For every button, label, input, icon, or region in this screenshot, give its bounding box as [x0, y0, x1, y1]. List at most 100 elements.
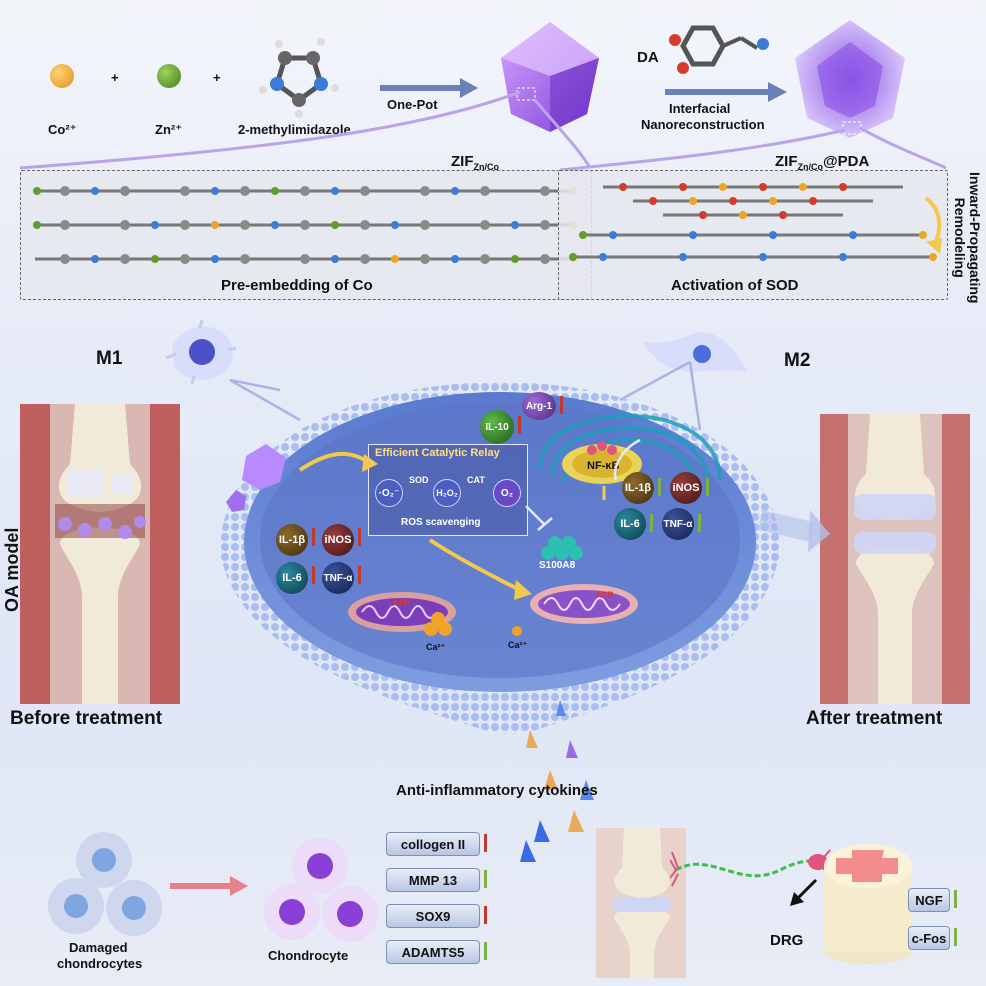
sod-lattice: [569, 183, 937, 261]
zif-pda-label-base: ZIF: [775, 153, 798, 170]
zif-crystal: [501, 22, 599, 132]
arrow-down-ngf: [954, 890, 957, 908]
chondrocyte-label: Chondrocyte: [268, 948, 349, 963]
plus-sign-2: +: [213, 70, 221, 85]
ros-scavenging-label: ROS scavenging: [401, 517, 481, 528]
cytokine-il6-right: IL-6: [614, 508, 646, 540]
zif-pda-label-sub: Zn/Co: [797, 162, 824, 172]
ca-right-label: Ca²⁺: [508, 640, 528, 650]
m1-macrophage: [165, 319, 237, 385]
arrow-down-mmp13: [484, 870, 487, 888]
knee-nerve: [596, 828, 686, 978]
zif-pda-label-suffix: @PDA: [823, 153, 870, 170]
marker-mmp13: MMP 13: [386, 868, 480, 892]
zn-ion-sphere: [157, 64, 181, 88]
s100a8-cluster: [548, 536, 562, 550]
anti-inflammatory-label: Anti-inflammatory cytokines: [396, 782, 598, 799]
methylimidazole-molecule: [259, 38, 339, 118]
damaged-label-2: chondrocytes: [57, 956, 143, 971]
interfacial-arrow: [665, 82, 787, 102]
marker-ngf: NGF: [908, 888, 950, 912]
o2-node: O₂: [493, 479, 521, 507]
arrow-down-cfos: [954, 928, 957, 946]
ca-left-label: Ca²⁺: [426, 642, 446, 652]
cytokine-tnfa-right: TNF-α: [662, 508, 694, 540]
nfkb-label: NF-κB: [587, 460, 620, 472]
marker-adamts5: ADAMTS5: [386, 940, 480, 964]
m2-macrophage: [642, 332, 748, 372]
dopamine-molecule: [669, 25, 769, 74]
cytokine-inos-left: iNOS: [322, 524, 354, 556]
cytokine-il1b-left: IL-1β: [276, 524, 308, 556]
zif-label-sub: Zn/Co: [473, 162, 500, 172]
zif-label: ZIFZn/Co: [451, 153, 499, 172]
co-ion-label: Co²⁺: [48, 122, 77, 137]
inward-curved-arrow: [924, 196, 942, 254]
pre-embedding-label: Pre-embedding of Co: [221, 277, 373, 294]
marker-cfos: c-Fos: [908, 926, 950, 950]
arrow-up-il6-left: [312, 566, 315, 584]
arrow-up-tnfa-left: [358, 566, 361, 584]
drg-label: DRG: [770, 932, 804, 949]
cytokine-tnfa-left: TNF-α: [322, 562, 354, 594]
ca-particle-right: [512, 626, 522, 636]
catalytic-relay-box: Efficient Catalytic Relay ·O₂⁻ SOD H₂O₂ …: [368, 444, 528, 536]
da-label: DA: [637, 49, 659, 66]
marker-collagen-ii: collogen II: [386, 832, 480, 856]
arrow-up-il10: [518, 416, 521, 434]
m2-label: M2: [784, 350, 811, 371]
arg1-node: Arg-1: [522, 392, 556, 420]
cat-label: CAT: [467, 475, 485, 485]
h2o2-node: H₂O₂: [433, 479, 461, 507]
knee-before: [20, 404, 180, 704]
co-ion-sphere: [50, 64, 74, 88]
drg-pointer-arrow: [790, 878, 818, 906]
repair-arrow: [170, 876, 248, 896]
marker-sox9: SOX9: [386, 904, 480, 928]
zif-pda-label: ZIFZn/Co@PDA: [775, 153, 869, 172]
activation-panel: Activation of SOD: [558, 170, 948, 300]
ca-particles-left: [424, 622, 438, 636]
zif-pda-crystal: [795, 20, 905, 138]
interfacial-label-2: Nanoreconstruction: [641, 117, 765, 132]
atp-left-label: ATP: [392, 598, 410, 608]
arrow-up-il1b-left: [312, 528, 315, 546]
arrow-down-il6-right: [650, 514, 653, 532]
cytokine-il6-left: IL-6: [276, 562, 308, 594]
one-pot-label: One-Pot: [387, 97, 438, 112]
arrow-down-inos-right: [706, 478, 709, 496]
atp-right-label: ATP: [596, 590, 614, 600]
plus-sign-1: +: [111, 70, 119, 85]
arrow-up-arg1: [560, 396, 563, 414]
zif-label-base: ZIF: [451, 153, 474, 170]
damaged-label-1: Damaged: [69, 940, 128, 955]
zoom-lines: [19, 90, 947, 172]
knee-after: [820, 414, 970, 704]
before-treatment-label: Before treatment: [10, 708, 163, 729]
catalytic-relay-title: Efficient Catalytic Relay: [375, 447, 500, 459]
one-pot-arrow: [380, 78, 478, 98]
arrow-down-adamts5: [484, 942, 487, 960]
superoxide-node: ·O₂⁻: [375, 479, 403, 507]
chondrocytes: [264, 838, 378, 942]
ligand-label: 2-methylimidazole: [238, 122, 351, 137]
damaged-chondrocytes: [48, 832, 162, 936]
spinal-cord: [824, 844, 912, 964]
arrow-up-inos-left: [358, 528, 361, 546]
arrow-up-sox9: [484, 906, 487, 924]
activation-label: Activation of SOD: [671, 277, 799, 294]
interfacial-label-1: Interfacial: [669, 101, 731, 116]
nanoparticle-entering: [226, 444, 286, 512]
pre-embedding-panel: Pre-embedding of Co: [20, 170, 592, 300]
mitochondrion-right: [530, 584, 638, 624]
cytokine-inos-right: iNOS: [670, 472, 702, 504]
il10-node: IL-10: [480, 410, 514, 444]
arrow-up-collagen: [484, 834, 487, 852]
zn-ion-label: Zn²⁺: [155, 122, 183, 137]
m1-label: M1: [96, 348, 123, 369]
zif-lattice: [33, 186, 577, 264]
arrow-down-tnfa-right: [698, 514, 701, 532]
s100a8-label: S100A8: [539, 560, 576, 571]
